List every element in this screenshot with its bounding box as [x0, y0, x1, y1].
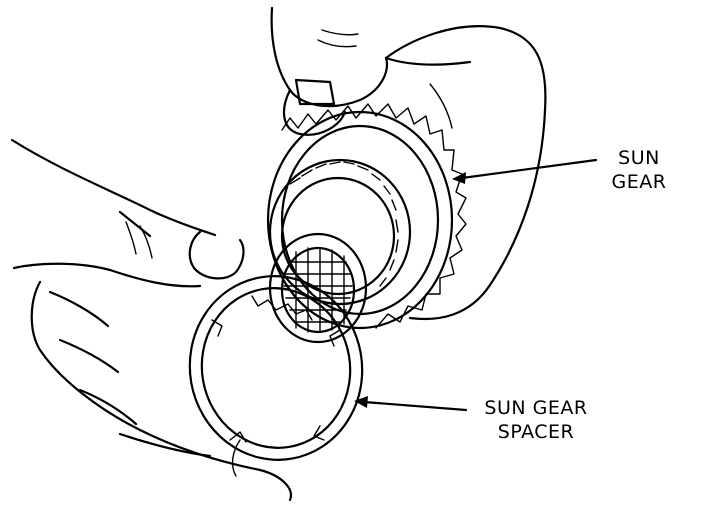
- sun-gear-label: SUN GEAR: [596, 146, 682, 194]
- sun-gear-spacer-label: SUN GEAR SPACER: [466, 396, 606, 444]
- sun-gear-spacer: [188, 275, 364, 461]
- spacer-label-line-1: SUN GEAR: [484, 397, 588, 419]
- sun-gear-leader: [452, 158, 598, 184]
- sun-gear-label-line-2: GEAR: [611, 171, 667, 193]
- spacer-label-line-2: SPACER: [497, 421, 575, 443]
- sun-gear-label-line-1: SUN: [618, 147, 660, 169]
- lower-hand: [10, 138, 293, 502]
- spacer-leader: [354, 396, 468, 412]
- upper-hand: [270, 6, 547, 321]
- sun-gear: [266, 103, 467, 344]
